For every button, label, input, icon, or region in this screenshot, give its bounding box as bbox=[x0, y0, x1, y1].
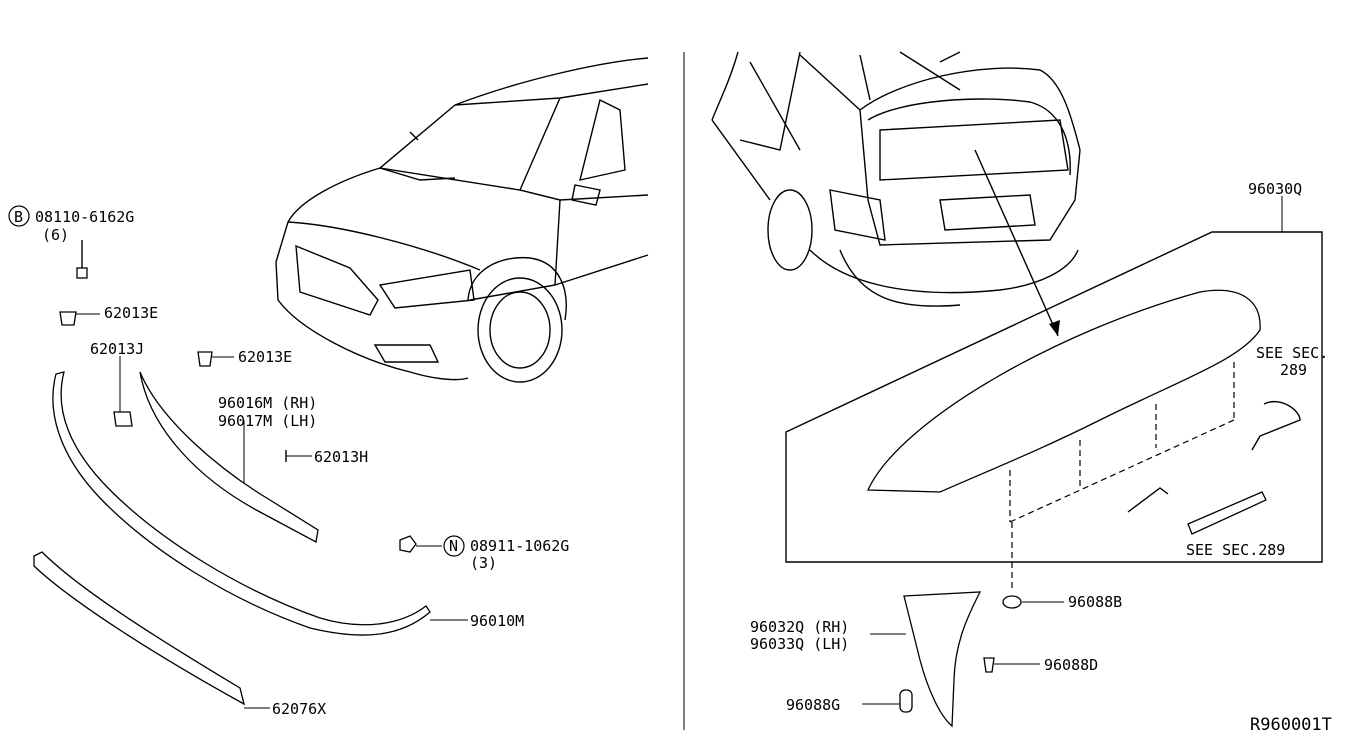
clip-part-a bbox=[59, 311, 100, 326]
label-clip-j: 62013J bbox=[90, 340, 144, 358]
bolt-part bbox=[76, 240, 88, 279]
rear-spoiler-part bbox=[866, 289, 1261, 523]
clip-part-j bbox=[113, 356, 133, 427]
label-grommet: 96088B bbox=[1068, 593, 1122, 611]
bolt-prefix: B bbox=[14, 208, 23, 226]
wire-harness-part bbox=[1127, 401, 1301, 535]
grommet-part bbox=[1002, 595, 1064, 609]
label-trim-rh: 96016M (RH) bbox=[218, 394, 317, 412]
screw-part bbox=[983, 657, 1040, 673]
side-trim-front bbox=[139, 371, 319, 544]
nut-part-number: 08911-1062G bbox=[470, 537, 569, 555]
front-vehicle-illustration bbox=[275, 57, 649, 383]
label-see-sec-1-b: 289 bbox=[1280, 361, 1307, 379]
reference-code: R960001T bbox=[1250, 715, 1332, 735]
bolt-prefix-circle bbox=[8, 205, 30, 227]
label-clip-b: 62013E bbox=[238, 348, 292, 366]
label-trim-lh: 96017M (LH) bbox=[218, 412, 317, 430]
label-side-lh: 96033Q (LH) bbox=[750, 635, 849, 653]
label-see-sec-1-a: SEE SEC. bbox=[1256, 344, 1328, 362]
front-spoiler-part bbox=[52, 371, 468, 636]
spoiler-box bbox=[785, 196, 1323, 563]
label-seal: 96088G bbox=[786, 696, 840, 714]
clip-part-b bbox=[197, 351, 234, 367]
clip-part-h bbox=[285, 450, 312, 462]
nut-part bbox=[399, 535, 442, 553]
bolt-part-number: 08110-6162G bbox=[35, 208, 134, 226]
nut-prefix-circle bbox=[443, 535, 465, 557]
rear-vehicle-illustration bbox=[711, 51, 1081, 337]
nut-prefix: N bbox=[449, 537, 458, 555]
strip-part bbox=[33, 551, 270, 709]
nut-quantity: (3) bbox=[470, 554, 497, 572]
callout-bolt: B 08110-6162G (6) bbox=[8, 205, 134, 244]
side-cover-part bbox=[870, 591, 982, 728]
label-front-spoiler: 96010M bbox=[470, 612, 524, 630]
label-see-sec-2: SEE SEC.289 bbox=[1186, 541, 1285, 559]
callout-nut: N 08911-1062G (3) bbox=[443, 535, 569, 572]
label-side-rh: 96032Q (RH) bbox=[750, 618, 849, 636]
label-clip-h: 62013H bbox=[314, 448, 368, 466]
label-rear-spoiler: 96030Q bbox=[1248, 180, 1302, 198]
label-strip: 62076X bbox=[272, 700, 326, 718]
seal-part bbox=[862, 689, 913, 713]
bolt-quantity: (6) bbox=[42, 226, 69, 244]
label-screw: 96088D bbox=[1044, 656, 1098, 674]
label-clip-a: 62013E bbox=[104, 304, 158, 322]
